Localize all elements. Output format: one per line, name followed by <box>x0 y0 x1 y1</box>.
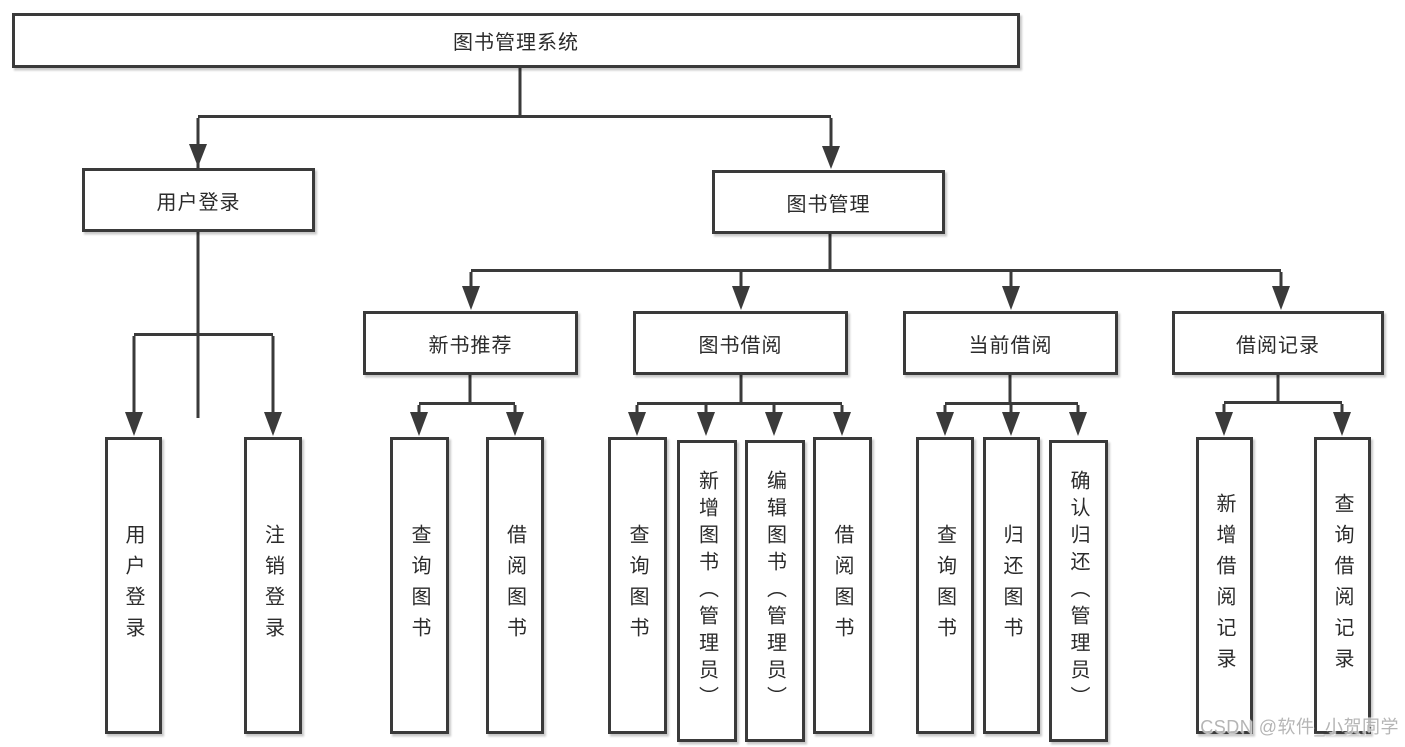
node-label: 图书管理系统 <box>453 32 579 54</box>
node-cb-return-books: 归还图书 <box>983 437 1040 734</box>
node-bb-borrow-books: 借阅图书 <box>813 437 872 734</box>
csdn-watermark: CSDN @软件_小贺同学 <box>1200 717 1399 737</box>
node-label: 图书管理 <box>786 193 871 216</box>
node-library-management-system: 图书管理系统 <box>12 13 1020 68</box>
node-book-borrowing: 图书借阅 <box>633 311 848 375</box>
node-label: 注销登录 <box>261 523 284 648</box>
node-label: 借阅图书 <box>503 523 526 648</box>
connector-current-borrow-to-children <box>936 375 1087 436</box>
node-current-borrowing: 当前借阅 <box>903 311 1118 375</box>
node-cb-confirm-return-admin: 确认归还（管理员） <box>1049 440 1108 742</box>
node-logout-leaf: 注销登录 <box>244 437 302 734</box>
node-cb-query-books: 查询图书 <box>916 437 974 734</box>
node-label: 用户登录 <box>156 191 241 214</box>
node-nbr-borrow-books: 借阅图书 <box>486 437 544 734</box>
node-label: 查询图书 <box>626 523 648 648</box>
node-label: 查询图书 <box>408 523 430 648</box>
node-bb-add-books-admin: 新增图书（管理员） <box>677 440 737 742</box>
node-user-login-leaf: 用户登录 <box>105 437 162 734</box>
node-label: 确认归还（管理员） <box>1067 469 1089 713</box>
node-borrowing-records: 借阅记录 <box>1172 311 1384 375</box>
connector-book-borrow-to-children <box>628 375 851 436</box>
node-label: 新增借阅记录 <box>1213 492 1235 679</box>
node-label: 图书借阅 <box>698 334 783 357</box>
connector-user-login-to-children <box>125 232 282 436</box>
node-nbr-query-books: 查询图书 <box>390 437 449 734</box>
connector-root-to-level2 <box>189 68 840 418</box>
node-label: 借阅图书 <box>831 523 853 648</box>
node-br-add-record: 新增借阅记录 <box>1196 437 1253 734</box>
node-label: 归还图书 <box>1000 523 1022 648</box>
node-book-management: 图书管理 <box>712 170 945 234</box>
node-new-book-recommend: 新书推荐 <box>363 311 578 375</box>
node-label: 新增图书（管理员） <box>695 469 718 713</box>
node-br-query-record: 查询借阅记录 <box>1314 437 1371 734</box>
node-label: 查询借阅记录 <box>1331 492 1353 679</box>
connector-book-mgmt-to-level3 <box>462 234 1290 310</box>
node-bb-query-books: 查询图书 <box>608 437 667 734</box>
node-label: 借阅记录 <box>1236 334 1320 357</box>
node-label: 查询图书 <box>933 523 956 648</box>
node-label: 编辑图书（管理员） <box>763 469 786 713</box>
node-label: 用户登录 <box>122 523 144 648</box>
node-label: 新书推荐 <box>428 334 513 357</box>
connector-new-book-rec-to-children <box>410 375 524 436</box>
connector-borrow-records-to-children <box>1215 375 1351 436</box>
node-user-login: 用户登录 <box>82 168 315 232</box>
node-bb-edit-books-admin: 编辑图书（管理员） <box>745 440 805 742</box>
node-label: 当前借阅 <box>968 334 1053 357</box>
